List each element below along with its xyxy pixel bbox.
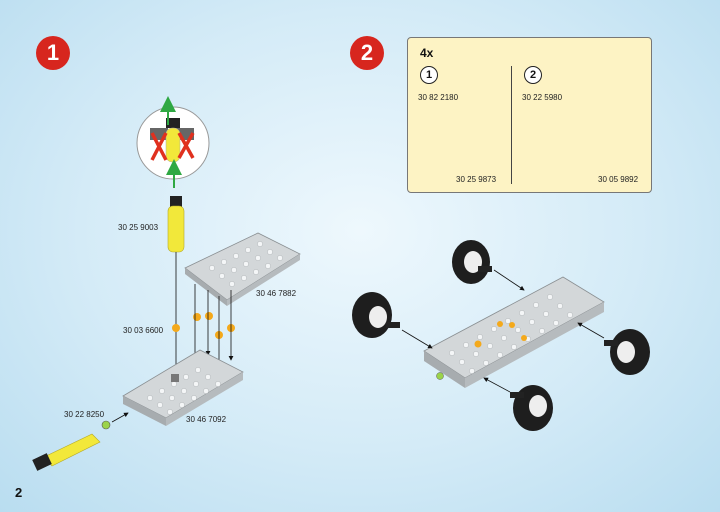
part-label-axle: 30 22 5980 [522, 93, 563, 102]
part-label-lower-plate: 30 46 7092 [186, 415, 227, 424]
wheel [577, 322, 650, 375]
substep-2-badge: 2 [524, 66, 542, 84]
axle-connector [32, 412, 129, 471]
wheel [352, 292, 433, 349]
chassis [423, 276, 605, 388]
yellow-rod [167, 196, 185, 376]
upper-plate [184, 232, 301, 306]
part-label-axle-connector: 30 22 8250 [64, 410, 105, 419]
wheel [452, 240, 525, 291]
wheel [483, 377, 553, 431]
substep-1-badge: 1 [420, 66, 438, 84]
orange-pins [172, 284, 235, 369]
part-label-rim: 30 25 9873 [456, 175, 497, 184]
divider [511, 66, 512, 184]
step-2-badge: 2 [350, 36, 384, 70]
parts-box: 4x 1 2 30 82 2180 30 25 9873 30 22 5980 … [407, 37, 652, 193]
part-label-upper-plate: 30 46 7882 [256, 289, 297, 298]
quantity-label: 4x [420, 46, 434, 60]
part-label-rod: 30 25 9003 [118, 223, 159, 232]
page-number: 2 [15, 485, 23, 500]
part-label-pins: 30 03 6600 [123, 326, 164, 335]
step-1-badge: 1 [36, 36, 70, 70]
cross-icon [150, 132, 168, 161]
cross-icon [177, 132, 195, 159]
callout-bubble [136, 96, 210, 188]
part-label-cap: 30 05 9892 [598, 175, 639, 184]
lower-plate [122, 349, 244, 426]
part-label-wheel: 30 82 2180 [418, 93, 459, 102]
